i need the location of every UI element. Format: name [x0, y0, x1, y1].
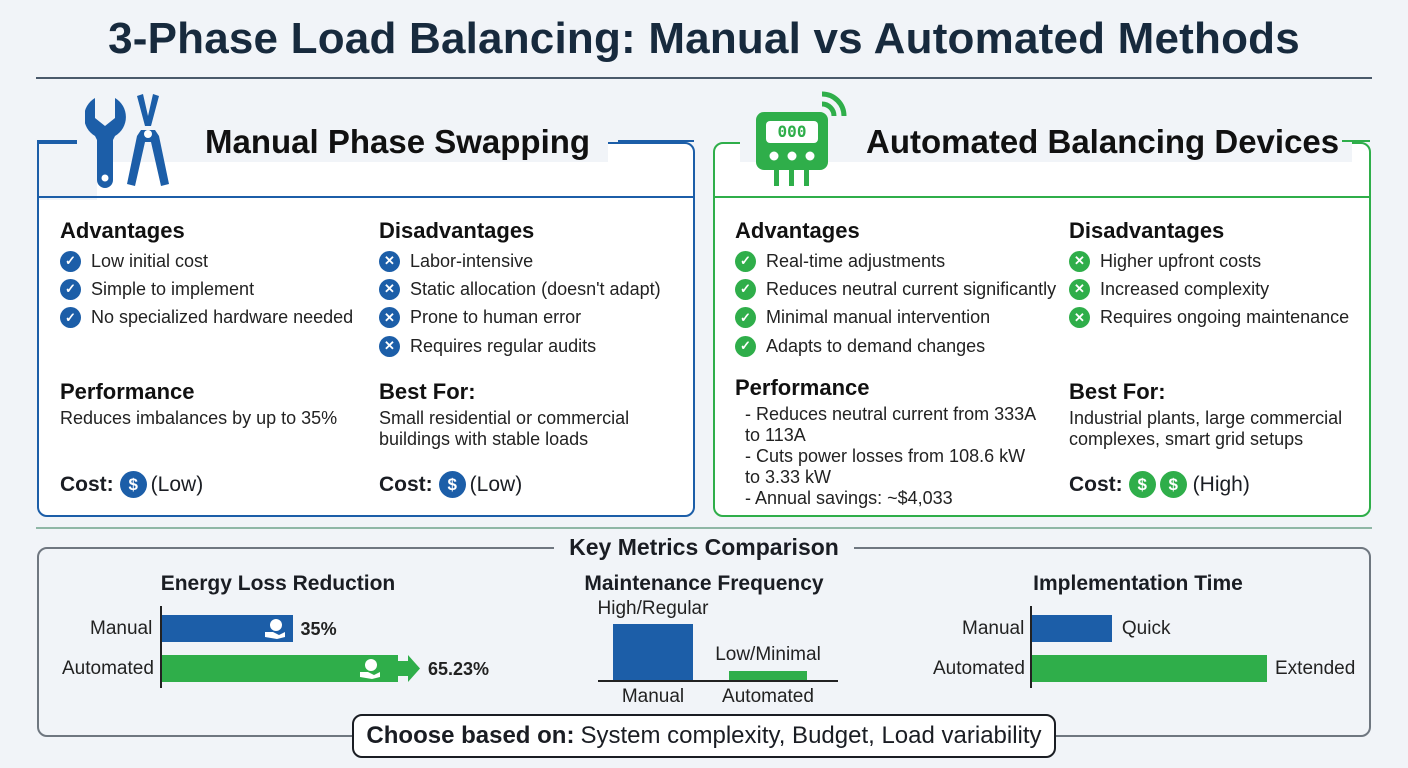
automated-advantages-list: ✓Real-time adjustments ✓Reduces neutral …: [735, 247, 1056, 360]
automated-panel: [713, 142, 1371, 517]
maintenance-manual-bar: [613, 624, 693, 680]
energy-automated-value: 65.23%: [428, 659, 490, 679]
maintenance-manual-value: High/Regular: [597, 598, 709, 619]
title-divider: [36, 77, 1372, 79]
list-item: ✓Real-time adjustments: [735, 247, 1056, 275]
dollar-coin-icon: $: [1128, 471, 1156, 498]
implementation-automated-value: Extended: [1275, 658, 1356, 679]
automated-panel-title: Automated Balancing Devices: [866, 123, 1340, 160]
automated-performance-item: - Reduces neutral current from 333A to 1…: [745, 404, 1036, 445]
implementation-automated-bar: [1032, 655, 1267, 682]
smart-meter-icon: [756, 91, 847, 186]
list-item: ✕Increased complexity: [1069, 275, 1349, 303]
list-item: ✓Reduces neutral current significantly: [735, 275, 1056, 303]
check-icon: ✓: [735, 278, 756, 300]
energy-automated-bar: [162, 655, 398, 682]
section-divider: [36, 527, 1372, 529]
dollar-coin-icon: $: [119, 471, 147, 498]
automated-cost-value: (High): [1192, 472, 1250, 496]
automated-disadvantages-list: ✕Higher upfront costs ✕Increased complex…: [1069, 247, 1349, 332]
maintenance-chart-title: Maintenance Frequency: [584, 572, 824, 595]
metrics-title: Key Metrics Comparison: [554, 534, 854, 561]
check-icon: ✓: [735, 335, 756, 357]
automated-bestfor-text: Industrial plants, large commercial comp…: [1069, 408, 1343, 449]
choose-based-on-box: Choose based on: System complexity, Budg…: [352, 714, 1056, 758]
manual-bestfor-heading: Best For:: [379, 379, 476, 404]
list-item: ✓Simple to implement: [60, 275, 353, 303]
manual-performance-text: Reduces imbalances by up to 35%: [60, 408, 338, 428]
dollar-coin-icon: $: [438, 471, 466, 498]
cross-icon: ✕: [1069, 278, 1090, 300]
automated-disadvantages-heading: Disadvantages: [1069, 218, 1225, 243]
maintenance-manual-label: Manual: [621, 686, 685, 707]
automated-performance-item: - Annual savings: ~$4,033: [745, 488, 953, 508]
manual-disadvantages-list: ✕Labor-intensive ✕Static allocation (doe…: [379, 247, 661, 360]
manual-cost-value: (Low): [150, 472, 204, 496]
maintenance-automated-label: Automated: [722, 686, 814, 707]
cross-icon: ✕: [1069, 250, 1090, 272]
check-icon: ✓: [60, 250, 81, 272]
choose-text: System complexity, Budget, Load variabil…: [580, 722, 1042, 749]
energy-axis: [160, 606, 162, 688]
automated-cost: Cost: $ $ (High): [1069, 471, 1250, 498]
manual-disadvantages-heading: Disadvantages: [379, 218, 535, 243]
energy-manual-value: 35%: [300, 619, 337, 639]
implementation-manual-bar: [1032, 615, 1112, 642]
manual-advantages-list: ✓Low initial cost ✓Simple to implement ✓…: [60, 247, 353, 332]
check-icon: ✓: [735, 307, 756, 329]
money-hand-icon: [360, 659, 380, 679]
maintenance-automated-value: Low/Minimal: [715, 644, 821, 666]
automated-performance-item: - Cuts power losses from 108.6 kW to 3.3…: [745, 446, 1026, 487]
check-icon: ✓: [60, 278, 81, 300]
money-hand-icon: [264, 619, 285, 639]
list-item: ✓Adapts to demand changes: [735, 332, 1056, 360]
cross-icon: ✕: [1069, 307, 1090, 329]
implementation-manual-label: Manual: [962, 618, 1025, 639]
arrow-right-icon: [398, 655, 420, 682]
list-item: ✕Prone to human error: [379, 304, 661, 332]
automated-bestfor-heading: Best For:: [1069, 379, 1166, 404]
energy-chart-title: Energy Loss Reduction: [160, 572, 396, 595]
manual-panel-title: Manual Phase Swapping: [205, 123, 591, 160]
manual-bestfor-text: Small residential or commercial building…: [379, 408, 630, 449]
list-item: ✓No specialized hardware needed: [60, 304, 353, 332]
meter-display: 000: [777, 122, 807, 141]
wrench-pliers-icon: [85, 94, 169, 188]
automated-advantages-heading: Advantages: [735, 218, 860, 243]
automated-performance-heading: Performance: [735, 375, 870, 400]
check-icon: ✓: [735, 250, 756, 272]
maintenance-axis: [598, 680, 838, 682]
automated-header-divider: [713, 196, 1371, 198]
list-item: ✕Labor-intensive: [379, 247, 661, 275]
cross-icon: ✕: [379, 335, 400, 357]
implementation-chart-title: Implementation Time: [1033, 572, 1243, 595]
list-item: ✕Requires ongoing maintenance: [1069, 304, 1349, 332]
maintenance-automated-bar: [729, 671, 807, 680]
check-icon: ✓: [60, 307, 81, 329]
list-item: ✕Static allocation (doesn't adapt): [379, 275, 661, 303]
list-item: ✓Minimal manual intervention: [735, 304, 1056, 332]
manual-advantages-heading: Advantages: [60, 218, 185, 243]
energy-manual-label: Manual: [90, 618, 153, 639]
choose-label: Choose based on:: [366, 722, 575, 749]
energy-automated-label: Automated: [62, 658, 154, 679]
dollar-coin-icon: $: [1159, 471, 1187, 498]
cross-icon: ✕: [379, 278, 400, 300]
manual-cost-repeat: Cost: $ (Low): [379, 471, 522, 498]
list-item: ✓Low initial cost: [60, 247, 353, 275]
implementation-manual-value: Quick: [1121, 618, 1171, 639]
manual-performance-heading: Performance: [60, 379, 195, 404]
list-item: ✕Higher upfront costs: [1069, 247, 1349, 275]
list-item: ✕Requires regular audits: [379, 332, 661, 360]
manual-header-divider: [37, 196, 695, 198]
page-title: 3-Phase Load Balancing: Manual vs Automa…: [108, 14, 1300, 63]
manual-panel: [37, 142, 695, 517]
implementation-axis: [1030, 606, 1032, 688]
cross-icon: ✕: [379, 250, 400, 272]
implementation-automated-label: Automated: [933, 658, 1025, 679]
cross-icon: ✕: [379, 307, 400, 329]
manual-cost: Cost: $ (Low): [60, 471, 203, 498]
